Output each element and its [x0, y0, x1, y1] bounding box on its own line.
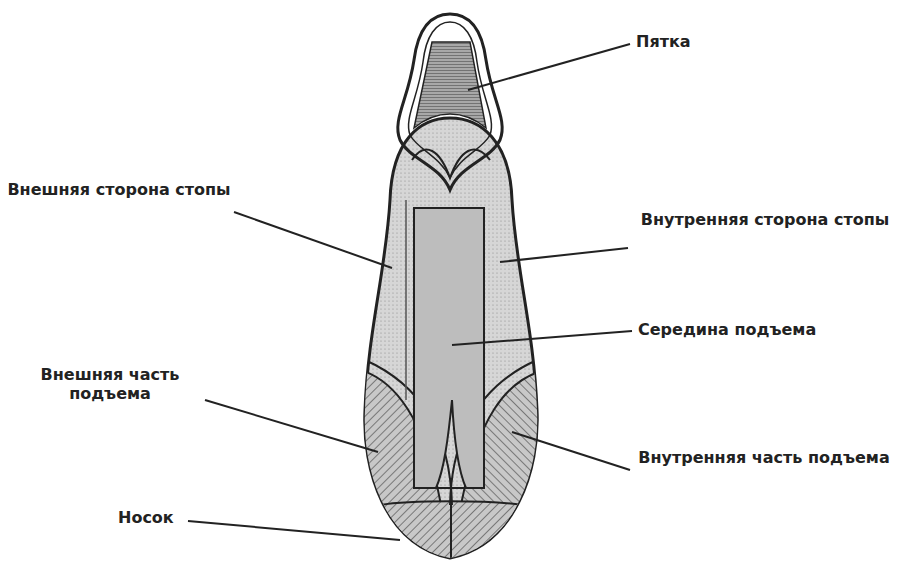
part-label: Внутренняя сторона стопы: [634, 210, 896, 229]
part-label: Пятка: [636, 32, 726, 51]
heel-area: [414, 42, 486, 128]
shank-frame: [414, 208, 484, 488]
shank-edge: [405, 200, 407, 400]
ribbon-loop: [398, 14, 502, 190]
part-label: Внешняя сторона стопы: [6, 180, 232, 199]
part-label: Середина подъема: [638, 320, 888, 339]
leader-line: [234, 212, 392, 268]
toe-area: [360, 501, 540, 570]
part-label: Внешняя часть подъема: [10, 365, 210, 403]
part-label: Носок: [118, 508, 184, 527]
leader-line: [205, 400, 378, 452]
leader-line: [468, 44, 630, 90]
leader-line: [452, 331, 632, 345]
leader-line: [500, 248, 628, 262]
toe-split: [450, 502, 452, 560]
leader-line: [188, 521, 400, 540]
leader-line: [512, 432, 630, 470]
part-label: Внутренняя часть подъема: [636, 448, 892, 467]
drawstring: [412, 150, 490, 178]
shank-area: [414, 208, 484, 488]
ribbon-loop: [409, 22, 492, 178]
